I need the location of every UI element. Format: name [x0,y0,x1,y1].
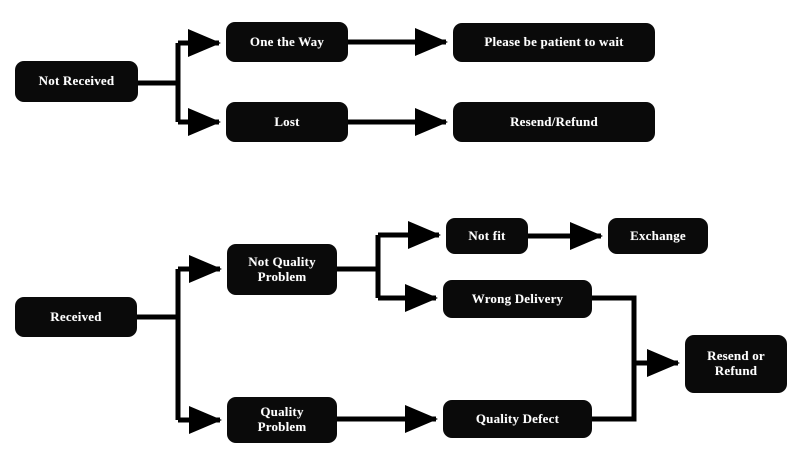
node-resend-or-refund[interactable]: Resend or Refund [685,335,787,393]
node-label-received: Received [50,308,102,324]
node-label-please-wait: Please be patient to wait [484,34,624,50]
node-label-quality-defect: Quality Defect [475,410,560,426]
node-label-wrong-delivery: Wrong Delivery [471,290,564,306]
connectors-group [137,27,681,434]
node-label-not-fit: Not fit [468,227,506,243]
node-quality-problem[interactable]: Quality Problem [227,397,337,443]
node-please-wait[interactable]: Please be patient to wait [453,23,655,62]
node-label-resend-refund: Resend/Refund [510,113,598,129]
node-label-one-the-way: One the Way [249,33,325,49]
node-exchange[interactable]: Exchange [608,218,708,254]
node-resend-refund[interactable]: Resend/Refund [453,102,655,142]
node-one-the-way[interactable]: One the Way [226,22,348,62]
node-label-exchange: Exchange [630,227,686,243]
node-not-fit[interactable]: Not fit [446,218,528,254]
node-label-not-received: Not Received [38,73,115,89]
node-not-received[interactable]: Not Received [15,61,138,102]
node-label-not-quality: Not Quality Problem [248,253,316,284]
node-received[interactable]: Received [15,297,137,337]
node-quality-defect[interactable]: Quality Defect [443,400,592,438]
connector-wrong-delivery-merge [592,295,637,363]
node-label-resend-or-refund: Resend or Refund [707,348,765,378]
connector-quality-defect-merge [592,363,637,422]
node-not-quality[interactable]: Not Quality Problem [227,244,337,295]
node-label-quality-problem: Quality Problem [257,404,307,434]
node-wrong-delivery[interactable]: Wrong Delivery [443,280,592,318]
node-label-lost: Lost [274,113,300,129]
node-lost[interactable]: Lost [226,102,348,142]
